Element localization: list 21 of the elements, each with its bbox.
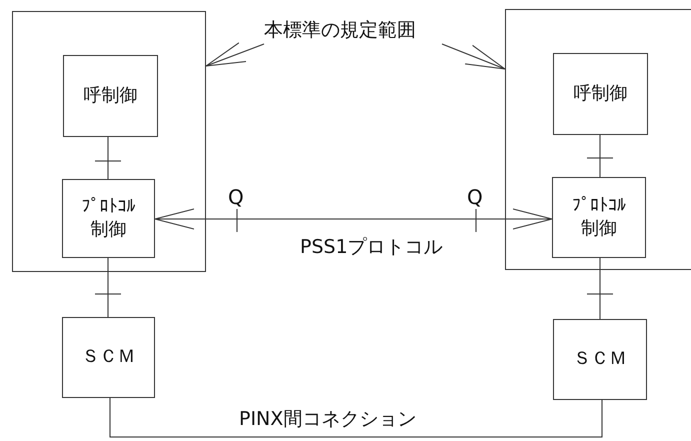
box-label: ＳＣＭ	[572, 348, 628, 371]
connector-line	[154, 208, 552, 230]
reference-point-label: Q	[228, 185, 244, 209]
scope-boundary-box	[12, 11, 206, 272]
box-label: 呼制御	[82, 84, 138, 108]
box-label: 呼制御	[572, 82, 628, 106]
leader-arrow	[442, 44, 506, 70]
process-box	[62, 317, 155, 398]
process-box	[553, 53, 648, 135]
leader-arrow	[206, 42, 264, 66]
box-label: ﾌﾟﾛﾄｺﾙ制御	[80, 196, 136, 241]
scope-boundary-box	[505, 9, 691, 270]
process-box	[63, 55, 158, 137]
reference-point-label: Q	[467, 185, 483, 209]
connector-line	[110, 398, 602, 438]
process-box	[62, 179, 155, 258]
box-label: ﾌﾟﾛﾄｺﾙ制御	[571, 195, 627, 240]
process-box	[553, 319, 647, 400]
scope-label: 本標準の規定範囲	[264, 18, 416, 43]
process-box	[552, 177, 646, 258]
box-label: ＳＣＭ	[80, 346, 136, 369]
